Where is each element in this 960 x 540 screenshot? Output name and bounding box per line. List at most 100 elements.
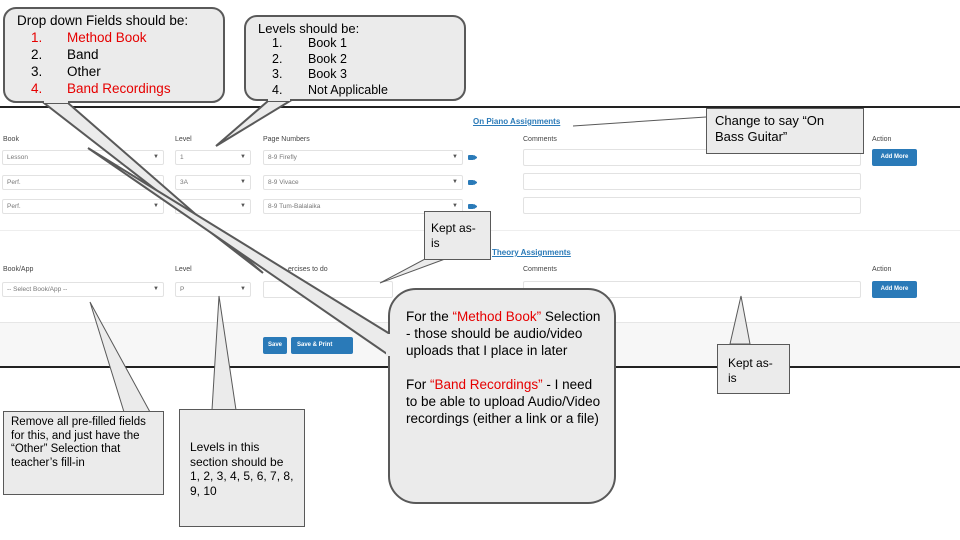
item-number: 3. <box>272 67 283 81</box>
option-band-recordings: 4. Band Recordings <box>31 80 223 97</box>
level-item: 3. Book 3 <box>272 67 464 83</box>
level-item: 2. Book 2 <box>272 52 464 68</box>
method-callout-tail <box>87 147 391 358</box>
video-camera-icon[interactable] <box>468 180 477 185</box>
dropdown-fields-note: Drop down Fields should be: 1. Method Boo… <box>3 7 225 103</box>
level-value: 3A <box>180 179 188 186</box>
comments-input-row3[interactable] <box>523 197 861 214</box>
text: Selection - those should be audio/video … <box>406 309 601 358</box>
kept1-tail <box>379 258 446 284</box>
video-camera-icon[interactable] <box>468 204 477 209</box>
item-text: Band <box>67 47 99 62</box>
levels-note-title: Levels should be: <box>258 21 360 36</box>
add-more-button[interactable]: Add More <box>872 149 917 166</box>
method-book-note: For the “Method Book” Selection - those … <box>388 288 616 504</box>
option-other: 3. Other <box>31 63 223 80</box>
dropdown-arrow-icon: ▼ <box>452 179 458 185</box>
col-book: Book <box>3 136 19 143</box>
tail-seam <box>44 98 68 103</box>
option-band: 2. Band <box>31 46 223 63</box>
level-select-row2[interactable]: 3A ▼ <box>175 175 251 190</box>
level-value: 1 <box>180 154 184 161</box>
item-number: 1. <box>31 30 43 45</box>
item-text: Book 1 <box>308 36 347 50</box>
level-select-row1[interactable]: 1▼ <box>175 150 251 165</box>
dropdown-arrow-icon: ▼ <box>452 203 458 209</box>
book-app-value: -- Select Book/App -- <box>7 286 68 293</box>
kept2-tail <box>729 295 751 345</box>
kept-as-is-note-2: Kept as-is <box>717 344 790 394</box>
bass-guitar-note: Change to say “On Bass Guitar” <box>706 108 864 154</box>
level-select-row3[interactable]: ▼ <box>175 199 251 214</box>
dropdown-arrow-icon: ▼ <box>452 154 458 160</box>
dropdown-options-list: 1. Method Book 2. Band 3. Other 4. Band Reco… <box>17 29 223 97</box>
levels-section-note: Levels in this section should be 1, 2, 3… <box>179 409 305 527</box>
level-item: 1. Book 1 <box>272 36 464 52</box>
col-action: Action <box>872 136 892 143</box>
item-number: 4. <box>272 82 283 97</box>
col-comments: Comments <box>523 136 557 143</box>
pages-value: 8-9 Vivace <box>268 179 299 186</box>
levels-note-tail <box>211 295 237 411</box>
comments-input-row2[interactable] <box>523 173 861 190</box>
highlight: “Method Book” <box>452 309 542 324</box>
tail-seam <box>386 334 392 356</box>
dropdown-arrow-icon: ▼ <box>153 154 159 160</box>
pages-select-row1[interactable]: 8-9 Firefly▼ <box>263 150 463 165</box>
level-item: 4. Not Applicable <box>272 83 464 99</box>
book-value: Perf. <box>7 179 21 186</box>
col-exercises: ercises to do <box>288 266 328 273</box>
item-number: 3. <box>31 64 43 79</box>
col-level: Level <box>175 266 192 273</box>
item-text: Not Applicable <box>308 82 388 97</box>
item-number: 2. <box>31 47 43 62</box>
col-comments: Comments <box>523 266 557 273</box>
dropdown-arrow-icon: ▼ <box>153 203 159 209</box>
text: - I need to be able to upload Audio/Vide… <box>406 377 601 426</box>
levels-note: Levels should be: 1. Book 1 2. Book 2 3. Bo… <box>244 15 466 101</box>
theory-add-more-button[interactable]: Add More <box>872 281 917 298</box>
levels-list: 1. Book 1 2. Book 2 3. Book 3 4. Not Applica… <box>258 36 464 98</box>
col-book-app: Book/App <box>3 266 34 273</box>
option-method-book: 1. Method Book <box>31 29 223 46</box>
item-text: Band Recordings <box>67 81 171 96</box>
text: For <box>406 377 431 392</box>
video-camera-icon[interactable] <box>468 155 477 160</box>
save-and-print-button[interactable]: Save & Print <box>291 337 353 354</box>
dropdown-arrow-icon: ▼ <box>153 286 159 292</box>
theory-level-select[interactable]: P▼ <box>175 282 251 297</box>
dropdown-arrow-icon: ▼ <box>240 154 246 160</box>
theory-level-value: P <box>180 286 185 293</box>
save-button[interactable]: Save <box>263 337 287 354</box>
dropdown-arrow-icon: ▼ <box>240 179 246 185</box>
theory-assignments-title[interactable]: Theory Assignments <box>492 248 571 257</box>
text: For the <box>406 309 453 324</box>
method-note-para1: For the “Method Book” Selection - those … <box>406 308 604 359</box>
pages-select-row2[interactable]: 8-9 Vivace ▼ <box>263 175 463 190</box>
item-number: 1. <box>272 36 283 50</box>
dropdown-note-title: Drop down Fields should be: <box>17 13 189 28</box>
dropdown-arrow-icon: ▼ <box>240 286 246 292</box>
item-number: 2. <box>272 51 283 66</box>
levels-callout-tail <box>215 100 294 147</box>
item-text: Book 2 <box>308 51 347 66</box>
item-text: Method Book <box>67 30 147 45</box>
pages-value: 8-9 Tum-Balalaika <box>268 203 321 210</box>
kept-as-is-note-1: Kept as-is <box>424 211 491 260</box>
method-note-para2: For “Band Recordings” - I need to be abl… <box>406 376 604 427</box>
dropdown-arrow-icon: ▼ <box>240 203 246 209</box>
remove-note-tail <box>89 301 151 413</box>
item-text: Other <box>67 64 101 79</box>
pages-select-row3[interactable]: 8-9 Tum-Balalaika ▼ <box>263 199 463 214</box>
item-text: Book 3 <box>308 67 347 81</box>
top-divider <box>0 106 960 108</box>
book-select-row3[interactable]: Perf. ▼ <box>2 199 164 214</box>
item-number: 4. <box>31 81 43 96</box>
piano-assignments-title[interactable]: On Piano Assignments <box>473 117 561 126</box>
book-value: Perf. <box>7 203 21 210</box>
book-value: Lesson <box>7 154 28 161</box>
remove-prefilled-note: Remove all pre-filled fields for this, a… <box>3 411 164 495</box>
book-app-select[interactable]: -- Select Book/App -- ▼ <box>2 282 164 297</box>
col-level: Level <box>175 136 192 143</box>
